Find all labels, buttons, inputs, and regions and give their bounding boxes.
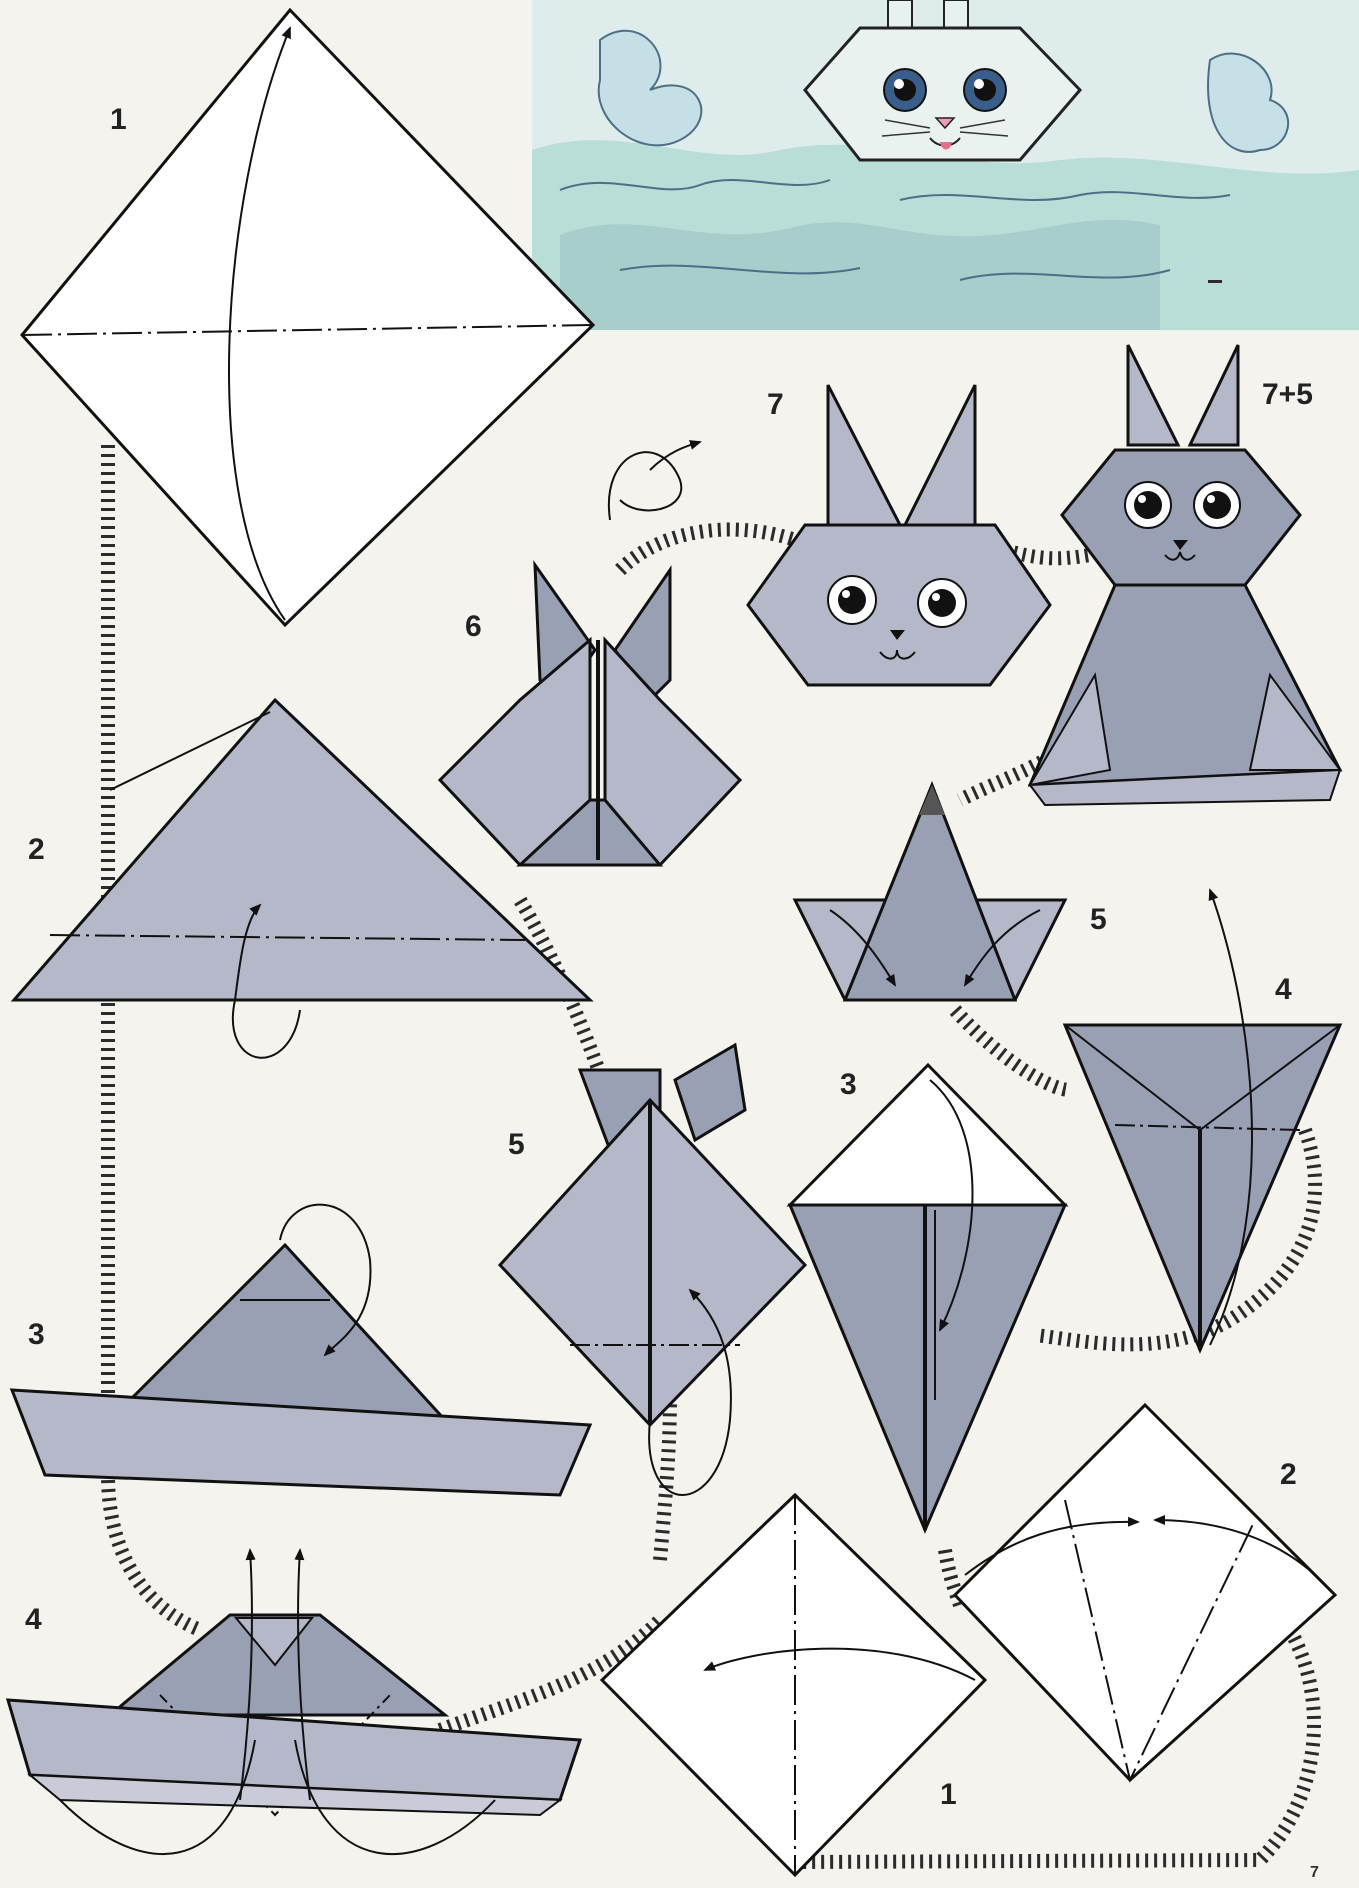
right-step-6-label: 6 <box>465 612 482 642</box>
left-step-1-diagram <box>22 10 593 625</box>
right-step-2-diagram <box>955 1405 1335 1780</box>
left-step-3-label: 3 <box>28 1320 45 1350</box>
right-step-4-label: 4 <box>1275 975 1292 1005</box>
right-step-3-diagram <box>790 1065 1065 1530</box>
bunny-scene-illustration <box>532 0 1359 330</box>
left-step-2-label: 2 <box>28 835 45 865</box>
right-step-5-bottom-label: 5 <box>508 1130 525 1160</box>
left-step-3-diagram <box>12 1205 590 1495</box>
page-number: 7 <box>1310 1864 1319 1882</box>
left-step-1-label: 1 <box>110 105 127 135</box>
right-step-1-diagram <box>602 1495 985 1875</box>
left-step-4-label: 4 <box>25 1605 42 1635</box>
right-step-5-top-diagram <box>795 785 1065 1000</box>
right-step-7-bunny-diagram <box>1030 345 1340 805</box>
right-step-7-label: 7 <box>767 390 784 420</box>
right-step-3-label: 3 <box>840 1070 857 1100</box>
right-step-7-plus-5-label: 7+5 <box>1262 380 1313 410</box>
left-step-4-diagram <box>8 1550 580 1854</box>
right-step-1-label: 1 <box>940 1780 957 1810</box>
right-step-4-diagram <box>1065 890 1340 1350</box>
right-step-5-top-label: 5 <box>1090 905 1107 935</box>
right-step-2-label: 2 <box>1280 1460 1297 1490</box>
right-step-6-diagram <box>440 565 740 865</box>
